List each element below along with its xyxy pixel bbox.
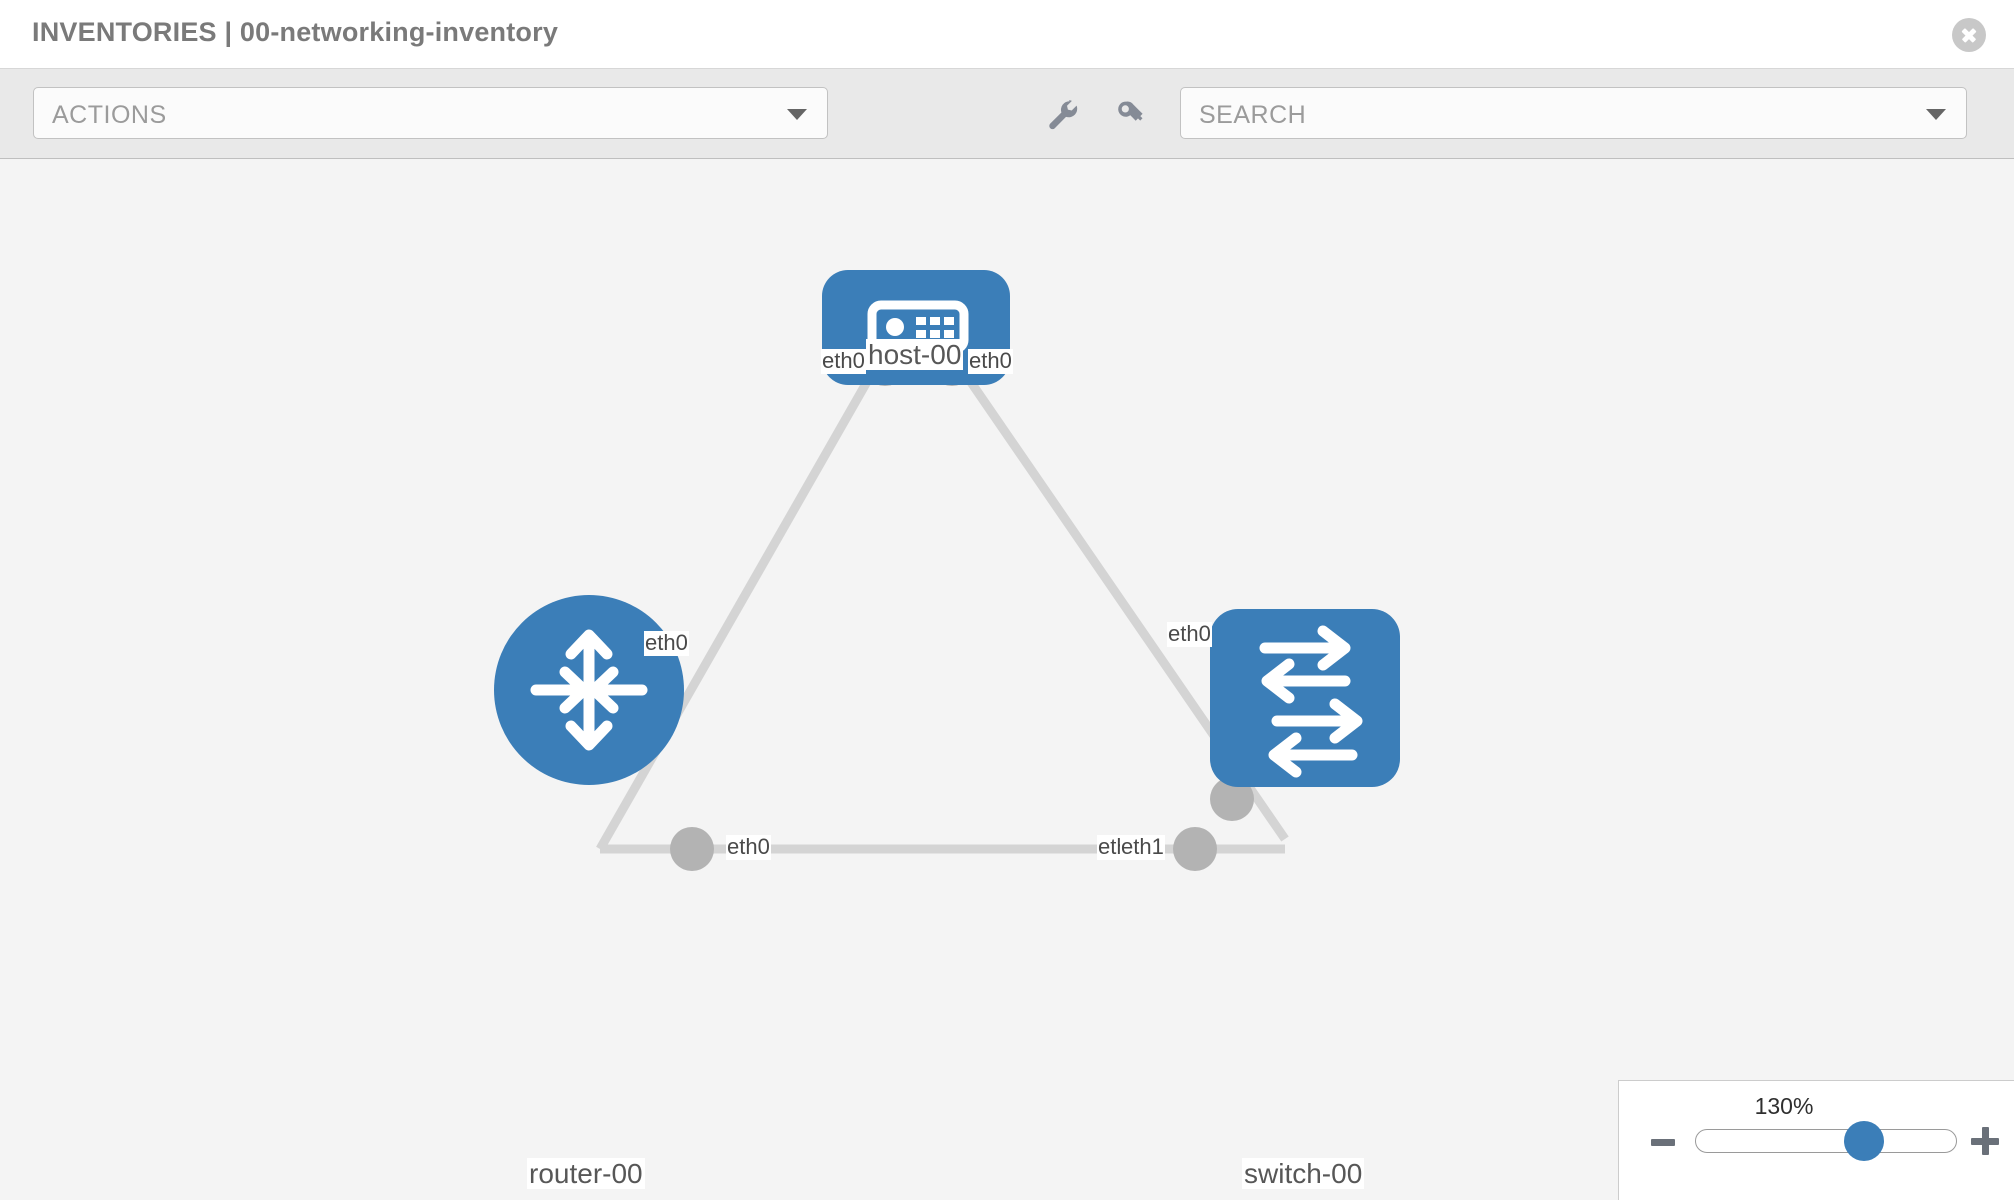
node-label-host-00: host-00 — [866, 339, 964, 371]
actions-dropdown[interactable]: ACTIONS — [33, 87, 828, 139]
link-host-router — [596, 356, 884, 852]
close-icon[interactable] — [1952, 18, 1986, 52]
plus-icon[interactable] — [1971, 1127, 1999, 1155]
toolbar: ACTIONS SEARCH — [0, 69, 2014, 159]
port-label-host-right: eth0 — [968, 348, 1013, 374]
port-label-host-left: eth0 — [821, 348, 866, 374]
switch-arrows-icon — [1259, 625, 1363, 778]
port-switch-top — [1210, 777, 1254, 821]
chevron-down-icon — [787, 109, 807, 120]
chevron-down-icon[interactable] — [1926, 109, 1946, 120]
actions-dropdown-label: ACTIONS — [52, 101, 167, 129]
topology-graph — [494, 270, 1400, 871]
port-label-switch-left: eth1 — [1120, 834, 1165, 860]
port-label-switch-up: eth0 — [1167, 621, 1212, 647]
port-layer — [670, 342, 1254, 871]
node-router-00[interactable] — [494, 595, 684, 785]
port-switch-left — [1173, 827, 1217, 871]
wrench-icon[interactable] — [1045, 97, 1081, 133]
port-label-router-right: eth0 — [726, 834, 771, 860]
zoom-level-value: 130% — [1754, 1093, 1814, 1119]
link-layer — [596, 356, 1289, 854]
key-icon[interactable] — [1113, 97, 1149, 133]
page-header: INVENTORIES | 00-networking-inventory — [0, 0, 2014, 69]
page-title: INVENTORIES | 00-networking-inventory — [32, 17, 559, 47]
node-label-switch-00: switch-00 — [1242, 1158, 1365, 1190]
minus-icon[interactable] — [1651, 1139, 1675, 1146]
port-router-right — [670, 827, 714, 871]
search-input[interactable]: SEARCH — [1180, 87, 1967, 139]
search-placeholder-label: SEARCH — [1199, 101, 1307, 129]
zoom-control-panel: 130% — [1618, 1080, 2014, 1200]
port-label-router-up: eth0 — [644, 630, 689, 656]
zoom-slider-thumb[interactable] — [1844, 1121, 1884, 1161]
node-label-router-00: router-00 — [527, 1158, 645, 1190]
topology-canvas[interactable]: eth0 host-00 eth0 eth0 eth0 eth0 eth eth… — [0, 159, 2014, 1200]
node-switch-00[interactable] — [1210, 609, 1400, 787]
zoom-slider[interactable] — [1695, 1121, 1957, 1161]
router-arrows-icon — [530, 629, 648, 751]
